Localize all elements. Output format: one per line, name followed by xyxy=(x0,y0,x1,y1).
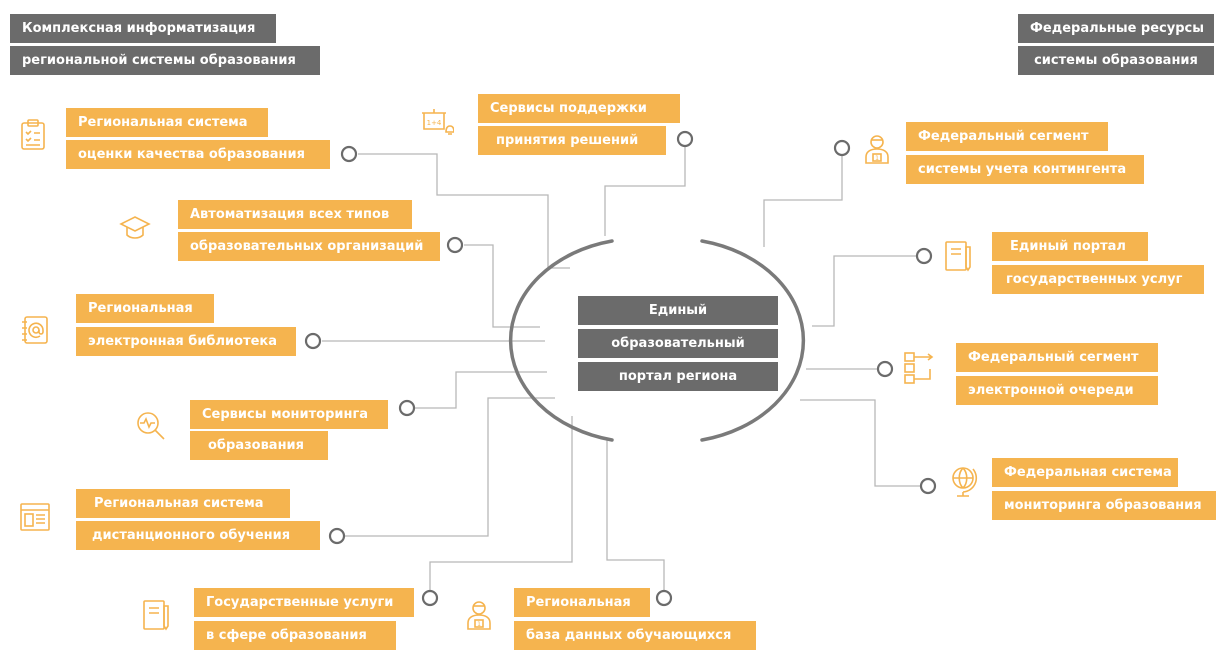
node-assessment-line2: оценки качества образования xyxy=(66,140,330,169)
connector-dot xyxy=(676,130,694,148)
presentation-bell-icon: 1+4 xyxy=(420,106,455,140)
node-gov-portal-line2: государственных услуг xyxy=(992,265,1204,294)
node-monitoring-line2: образования xyxy=(190,431,328,460)
node-students-db-line2: база данных обучающихся xyxy=(514,621,756,650)
svg-text:1+4: 1+4 xyxy=(427,119,442,127)
clipboard-checklist-icon xyxy=(16,118,50,152)
header-left-line2: региональной системы образования xyxy=(10,46,320,75)
node-monitoring-line1: Сервисы мониторинга xyxy=(190,400,388,429)
node-decision-support-line1: Сервисы поддержки xyxy=(478,94,680,123)
magnifier-pulse-icon xyxy=(134,409,168,443)
node-federal-contingent-line1: Федеральный сегмент xyxy=(906,122,1108,151)
center-title-line1: Единый xyxy=(578,296,778,325)
notebook-at-icon xyxy=(18,313,52,347)
connector-dot xyxy=(340,145,358,163)
connector-dot xyxy=(833,139,851,157)
connector-dot xyxy=(876,360,894,378)
connector-dot xyxy=(919,477,937,495)
center-title-line2: образовательный xyxy=(578,329,778,358)
node-automation-line1: Автоматизация всех типов xyxy=(178,200,412,229)
header-right-line2: системы образования xyxy=(1018,46,1214,75)
node-decision-support-line2: принятия решений xyxy=(478,126,666,155)
connector-dot xyxy=(398,399,416,417)
connector-dot xyxy=(655,589,673,607)
svg-text:1: 1 xyxy=(875,155,879,162)
student-icon: 1 xyxy=(860,132,894,166)
globe-icon xyxy=(946,464,980,498)
node-automation-line2: образовательных организаций xyxy=(178,232,440,261)
browser-window-icon xyxy=(18,500,52,534)
node-federal-monitoring-line2: мониторинга образования xyxy=(992,491,1216,520)
node-distance-line2: дистанционного обучения xyxy=(76,521,320,550)
node-library-line1: Региональная xyxy=(76,294,214,323)
node-library-line2: электронная библиотека xyxy=(76,327,296,356)
connector-dot xyxy=(328,527,346,545)
node-federal-monitoring-line1: Федеральная система xyxy=(992,458,1178,487)
node-gov-services-edu-line2: в сфере образования xyxy=(194,621,396,650)
document-pencil-icon xyxy=(942,239,976,273)
document-pencil-icon xyxy=(140,598,174,632)
node-assessment-line1: Региональная система xyxy=(66,108,268,137)
node-distance-line1: Региональная система xyxy=(76,489,290,518)
student-icon: 1 xyxy=(462,598,496,632)
connector-dot xyxy=(446,236,464,254)
graduation-cap-icon xyxy=(118,211,152,245)
header-left-line1: Комплексная информатизация xyxy=(10,14,276,43)
connector-dot xyxy=(421,589,439,607)
connector-dot xyxy=(304,332,322,350)
center-title-line3: портал региона xyxy=(578,362,778,391)
queue-flow-icon xyxy=(902,351,936,385)
node-gov-portal-line1: Единый портал xyxy=(992,232,1148,261)
header-right-line1: Федеральные ресурсы xyxy=(1018,14,1214,43)
node-gov-services-edu-line1: Государственные услуги xyxy=(194,588,414,617)
node-federal-queue-line2: электронной очереди xyxy=(956,376,1158,405)
svg-text:1: 1 xyxy=(477,621,481,628)
node-federal-queue-line1: Федеральный сегмент xyxy=(956,343,1158,372)
node-students-db-line1: Региональная xyxy=(514,588,650,617)
node-federal-contingent-line2: системы учета контингента xyxy=(906,155,1144,184)
connector-dot xyxy=(915,247,933,265)
